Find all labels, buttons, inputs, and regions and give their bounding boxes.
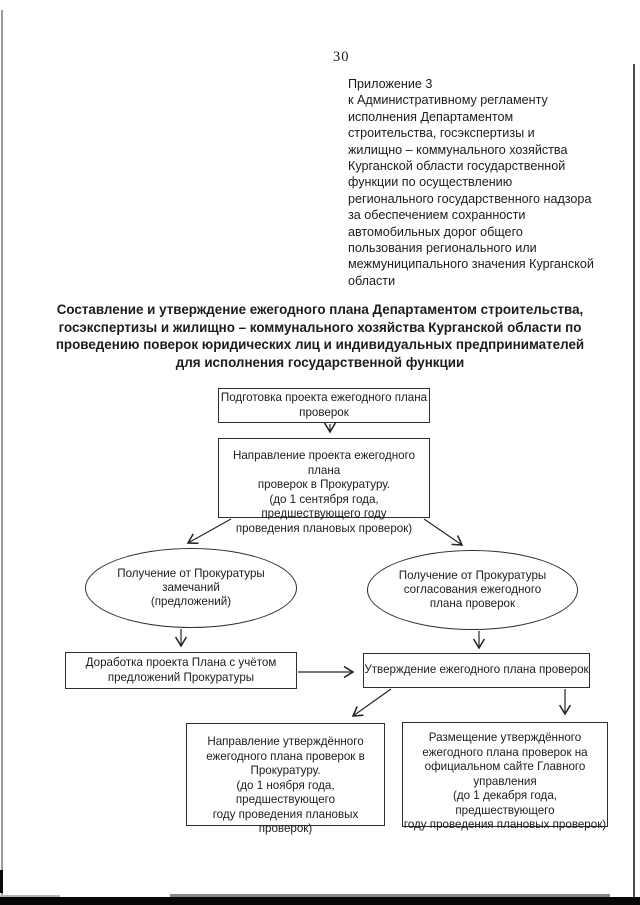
scan-artifact-left-edge — [1, 10, 3, 905]
scan-artifact-bottom-gray-line — [170, 894, 610, 897]
flowchart-ellipse-receive-approval: Получение от Прокуратуры согласования еж… — [367, 550, 578, 630]
flowchart-node-publish-plan: Размещение утверждённого ежегодного план… — [402, 722, 608, 831]
flowchart-node-rework-plan: Доработка проекта Плана с учётом предлож… — [65, 652, 297, 689]
document-title: Составление и утверждение ежегодного пла… — [55, 302, 585, 370]
appendix-header: Приложение 3 к Административному регламе… — [348, 77, 594, 288]
flowchart-ellipse-receive-remarks: Получение от Прокуратуры замечаний (пред… — [85, 548, 297, 628]
scan-artifact-bottom-bar — [0, 897, 640, 905]
scan-artifact-left-notch — [0, 870, 3, 893]
flowchart-node-send-approved-plan: Направление утверждённого ежегодного пла… — [186, 723, 385, 835]
scan-artifact-right-edge — [633, 64, 635, 905]
flowchart-node-prepare-plan: Подготовка проекта ежегодного плана пров… — [218, 388, 430, 423]
scan-artifact-bottom-gray-line-left — [0, 895, 60, 897]
flowchart-node-send-draft-to-prosecutor: Направление проекта ежегодного плана про… — [218, 438, 430, 535]
page-number: 30 — [333, 49, 350, 65]
flowchart-node-approve-plan: Утверждение ежегодного плана проверок — [363, 653, 590, 688]
